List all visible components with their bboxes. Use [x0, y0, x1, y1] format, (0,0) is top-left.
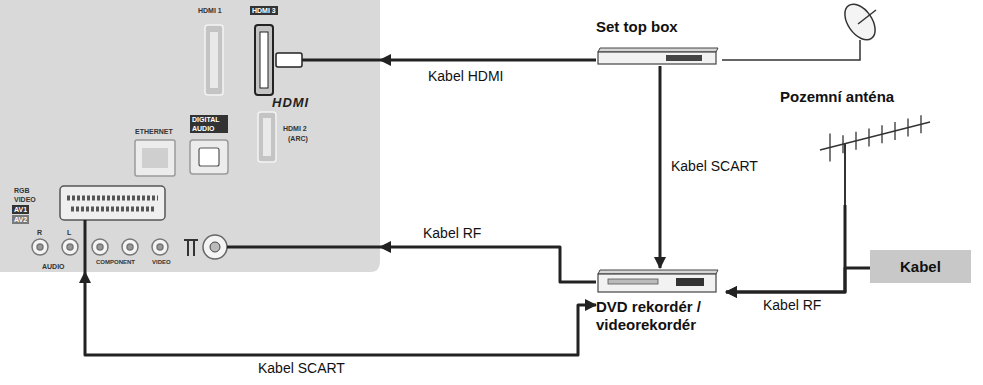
- cable-box: Kabel: [870, 250, 971, 283]
- optical-port: [190, 140, 228, 174]
- cable-connector: [380, 59, 596, 62]
- device-heading: DVD rekordér / videorekordér: [596, 298, 726, 334]
- cable-connector: [659, 66, 662, 268]
- rca-jacks: [32, 239, 168, 255]
- port-label: L: [67, 228, 71, 237]
- tv-back-panel: [0, 0, 380, 272]
- port-label: HDMI 1: [198, 6, 222, 15]
- port-label: DIGITAL AUDIO: [190, 115, 228, 133]
- port-label: R: [37, 228, 42, 237]
- cable-label: Kabel RF: [760, 297, 824, 314]
- cable-connector: [380, 247, 596, 282]
- port-label: AUDIO: [42, 262, 65, 271]
- port-label: HDMI: [272, 95, 309, 110]
- rf-socket: [184, 235, 380, 259]
- ethernet-port: [135, 140, 175, 176]
- cable-label: Kabel SCART: [668, 158, 761, 175]
- hdmi-plug: [276, 53, 380, 67]
- scart-socket: [60, 186, 165, 272]
- port-label: VIDEO: [152, 258, 171, 266]
- cable-label: Kabel SCART: [255, 360, 348, 377]
- cable-connector: [85, 272, 596, 355]
- cable-connector: [726, 205, 845, 292]
- set-top-box-icon: [596, 46, 720, 66]
- port-label: HDMI 3: [250, 6, 278, 15]
- port-label: AV2: [12, 215, 29, 224]
- port-label: (ARC): [288, 134, 308, 143]
- device-heading: Set top box: [596, 18, 726, 36]
- port-label: VIDEO: [14, 195, 36, 204]
- device-heading: Pozemní anténa: [780, 88, 940, 106]
- terrestrial-antenna: Pozemní anténa: [780, 88, 940, 205]
- port-label: HDMI 2: [283, 124, 307, 133]
- port-label: COMPONENT: [96, 258, 135, 266]
- port-label: RGB: [14, 186, 30, 195]
- dvd-recorder-icon: [596, 268, 720, 294]
- port-label: AV1: [12, 205, 29, 214]
- box-label: Kabel: [900, 257, 941, 276]
- tv-back-panel: HDMI 1 HDMI 3 HDMI ETHERNET DIGITAL AUDIO HDM…: [0, 0, 380, 272]
- cable-connector: [726, 268, 870, 292]
- satellite-dish: [722, 0, 881, 60]
- port-label: ETHERNET: [135, 127, 173, 136]
- cable-label: Kabel HDMI: [425, 68, 506, 85]
- dvd-recorder: DVD rekordér / videorekordér: [596, 268, 726, 334]
- cable-label: Kabel RF: [420, 225, 484, 242]
- antenna-icon: [780, 110, 940, 205]
- set-top-box: Set top box: [596, 18, 726, 66]
